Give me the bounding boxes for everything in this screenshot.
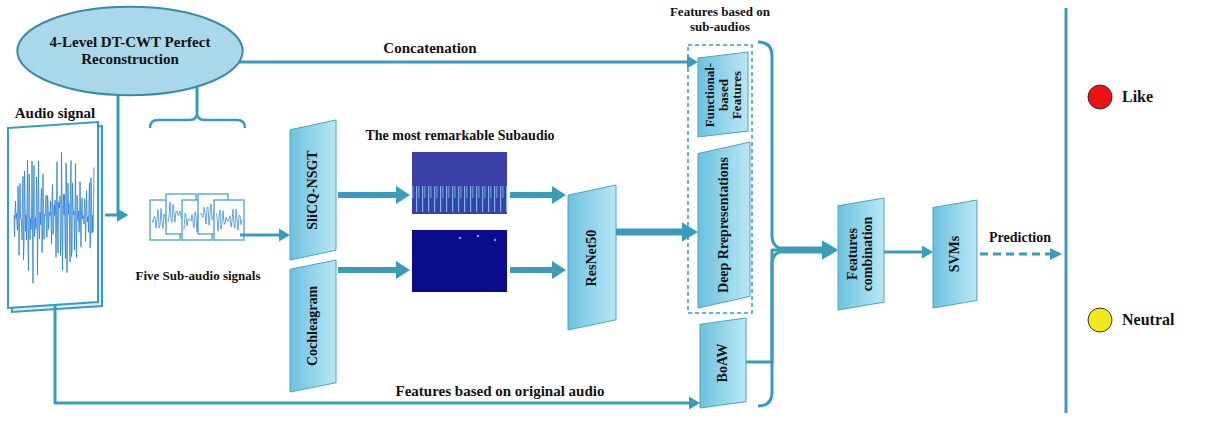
class-marker: Like — [1086, 80, 1176, 114]
arrow-head — [396, 186, 410, 204]
edge-label: Features based on original audio — [396, 383, 605, 400]
flow-arrow — [338, 192, 398, 198]
arrow-head — [922, 245, 933, 258]
feature-panel: BoAW — [700, 318, 746, 408]
node-text: Audio signal — [5, 105, 105, 122]
connector-line — [746, 250, 829, 362]
feature-group: Features based on sub-audiosFunctional-b… — [660, 5, 780, 315]
slicq-spectrogram — [412, 152, 507, 214]
connector — [746, 243, 838, 362]
ellipse-outline — [17, 7, 242, 95]
node-text: Like — [1122, 88, 1153, 106]
sub-audio-stub — [240, 234, 268, 237]
feature-panel: Cochleagram — [290, 260, 336, 392]
prediction-arrow — [980, 253, 1052, 256]
feature-panel: Functional-based Features — [698, 52, 748, 137]
connector — [117, 96, 128, 222]
panel-outline — [290, 260, 336, 392]
node-text: Features based on sub-audios — [660, 5, 780, 35]
node-text: Features combination — [846, 203, 875, 305]
feature-panel: SliCQ-NSGT — [290, 120, 336, 260]
node-text: 4-Level DT-CWT Perfect Reconstruction — [43, 34, 218, 69]
audio-input: Audio signal — [5, 105, 105, 305]
arrow-head — [1050, 248, 1062, 260]
audio-waveform — [14, 153, 94, 284]
sub-audio-wave — [216, 209, 242, 231]
cochleagram-dot — [459, 237, 462, 240]
arrow-head — [396, 261, 410, 279]
flow-arrow — [338, 267, 398, 273]
connector — [268, 228, 290, 241]
arrow-head — [827, 243, 838, 256]
panel-outline — [698, 52, 748, 137]
arrow-head — [682, 222, 698, 241]
connector-line — [616, 229, 684, 236]
panel-outline — [838, 198, 884, 310]
sub-audio-bracket — [150, 112, 245, 128]
connector-line — [197, 62, 689, 112]
node-text: Five Sub-audio signals — [128, 269, 268, 284]
connector — [884, 245, 933, 258]
panel-outline — [700, 318, 746, 408]
class-dot-circle — [1088, 85, 1112, 109]
node-text: Functional-based Features — [703, 57, 744, 132]
diagram-label: The most remarkable Subaudio — [365, 128, 554, 144]
cnn-panel: ResNet50 — [568, 185, 616, 330]
group-dashed-border — [688, 45, 752, 313]
node-text: Neutral — [1122, 311, 1174, 329]
slicq-spectrogram-streaks — [412, 152, 507, 214]
connector-line — [884, 251, 924, 254]
connector — [616, 222, 698, 241]
panel-outline — [933, 200, 977, 308]
feature-panel: Deep Rrepresentations — [698, 142, 750, 308]
diagram-label: Prediction — [989, 230, 1051, 246]
edge-label: Concatenation — [383, 40, 476, 57]
panel-outline — [698, 142, 750, 308]
waveform-line — [14, 153, 94, 284]
node-text: BoAW — [716, 323, 731, 403]
cochleagram-dot — [477, 235, 480, 238]
node-text: SVMs — [948, 205, 963, 303]
flow-arrow — [510, 192, 554, 198]
features-brace — [758, 42, 790, 406]
arrow-head — [552, 261, 566, 279]
panel-outline — [290, 120, 336, 260]
arrow-head — [687, 55, 698, 68]
node-text: Deep Rrepresentations — [717, 147, 732, 303]
class-dot-circle — [1088, 308, 1112, 332]
node-text: SliCQ-NSGT — [306, 125, 321, 255]
sub-audio-set: Five Sub-audio signals — [128, 112, 268, 284]
flow-arrow — [510, 267, 554, 273]
node-text: ResNet50 — [585, 190, 600, 325]
connector-line — [105, 214, 119, 217]
connector-line — [118, 96, 119, 215]
connector — [197, 55, 698, 112]
cochleagram-dot — [494, 239, 496, 241]
fusion-panel: Features combination — [838, 198, 884, 310]
classifier-panel: SVMs — [933, 200, 977, 308]
node-text: Cochleagram — [306, 265, 321, 387]
connector — [105, 208, 128, 221]
arrow-head — [117, 208, 128, 221]
arrow-head — [552, 186, 566, 204]
audio-frame — [8, 122, 98, 308]
arrow-head — [689, 396, 700, 409]
sub-audio-frames — [150, 194, 244, 240]
transform-ellipse: 4-Level DT-CWT Perfect Reconstruction — [15, 5, 245, 97]
arrow-head — [279, 228, 290, 241]
class-marker: Neutral — [1086, 303, 1196, 337]
arrow-head — [117, 208, 128, 221]
sub-audio-frame — [214, 200, 244, 240]
panel-outline — [568, 185, 616, 330]
class-axis — [1065, 8, 1068, 413]
cochleagram-image — [412, 230, 507, 292]
